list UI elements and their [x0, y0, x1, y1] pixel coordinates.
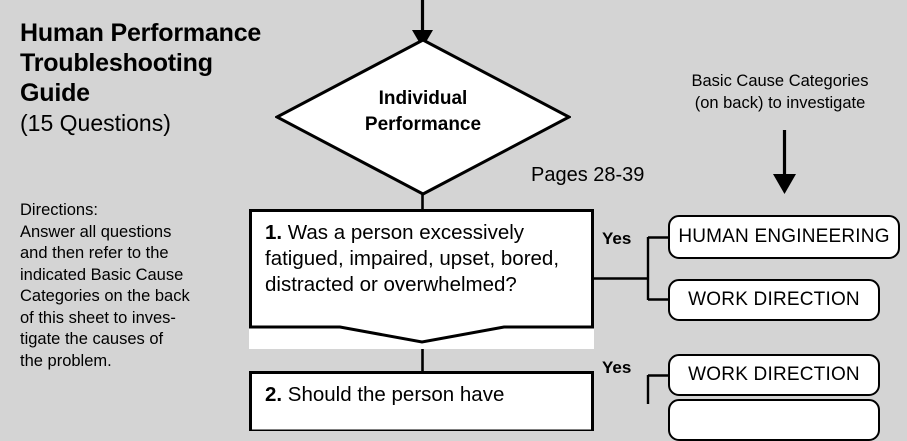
category-box-human-engineering[interactable]: HUMAN ENGINEERING: [668, 215, 900, 259]
directions-heading: Directions:: [20, 201, 98, 219]
question-1-number: 1.: [265, 221, 283, 244]
category-label-human-engineering: HUMAN ENGINEERING: [678, 226, 890, 247]
branch-label-yes-2: Yes: [602, 358, 632, 377]
category-label-work-direction-2: WORK DIRECTION: [688, 364, 860, 385]
decision-diamond: [275, 38, 571, 196]
decision-diamond-label: Individual Performance: [275, 86, 571, 138]
basic-cause-down-arrow-icon: [773, 130, 796, 194]
diamond-label-line-1: Individual: [378, 88, 468, 109]
branch-label-yes-1: Yes: [602, 229, 632, 248]
question-1-body: Was a person excessively fatigued, impai…: [265, 221, 560, 296]
basic-cause-note-line-2: (on back) to investigate: [694, 94, 866, 112]
basic-cause-note-line-1: Basic Cause Categories: [691, 72, 869, 90]
title-line-3: Guide: [20, 79, 90, 107]
directions-line-1: Answer all questions: [20, 222, 172, 241]
question-box-1-text: 1. Was a person excessively fatigued, im…: [265, 220, 580, 298]
question-box-2[interactable]: 2. Should the person have: [249, 371, 594, 431]
flowchart-canvas: Human Performance Troubleshooting Guide …: [20, 0, 900, 441]
title-line-2: Troubleshooting: [20, 49, 213, 77]
category-box-partial-next[interactable]: [668, 399, 880, 441]
category-box-work-direction-1[interactable]: WORK DIRECTION: [668, 279, 880, 321]
page-title: Human Performance Troubleshooting Guide …: [20, 18, 310, 139]
question-box-2-text: 2. Should the person have: [265, 382, 585, 408]
question-box-1-shape: [249, 209, 594, 344]
title-subtitle: (15 Questions): [20, 110, 171, 136]
pages-label: Pages 28-39: [531, 164, 645, 186]
directions-line-5: of this sheet to inves-: [20, 308, 176, 327]
diamond-label-line-2: Performance: [364, 114, 482, 135]
question-2-number: 2.: [265, 383, 283, 406]
directions-line-6: tigate the causes of: [20, 330, 164, 348]
directions-block: Directions: Answer all questions and the…: [20, 200, 235, 372]
question-2-body: Should the person have: [282, 383, 505, 406]
category-label-work-direction-1: WORK DIRECTION: [688, 289, 860, 310]
q2-yes-branch-lines: [646, 374, 670, 404]
directions-line-3: indicated Basic Cause: [20, 265, 184, 284]
category-box-work-direction-2[interactable]: WORK DIRECTION: [668, 354, 880, 396]
directions-line-2: and then refer to the: [20, 244, 169, 262]
directions-line-7: the problem.: [20, 351, 112, 370]
directions-line-4: Categories on the back: [20, 287, 190, 305]
title-line-1: Human Performance: [20, 19, 262, 47]
question-box-1[interactable]: 1. Was a person excessively fatigued, im…: [249, 209, 594, 349]
basic-cause-note: Basic Cause Categories (on back) to inve…: [660, 70, 900, 114]
